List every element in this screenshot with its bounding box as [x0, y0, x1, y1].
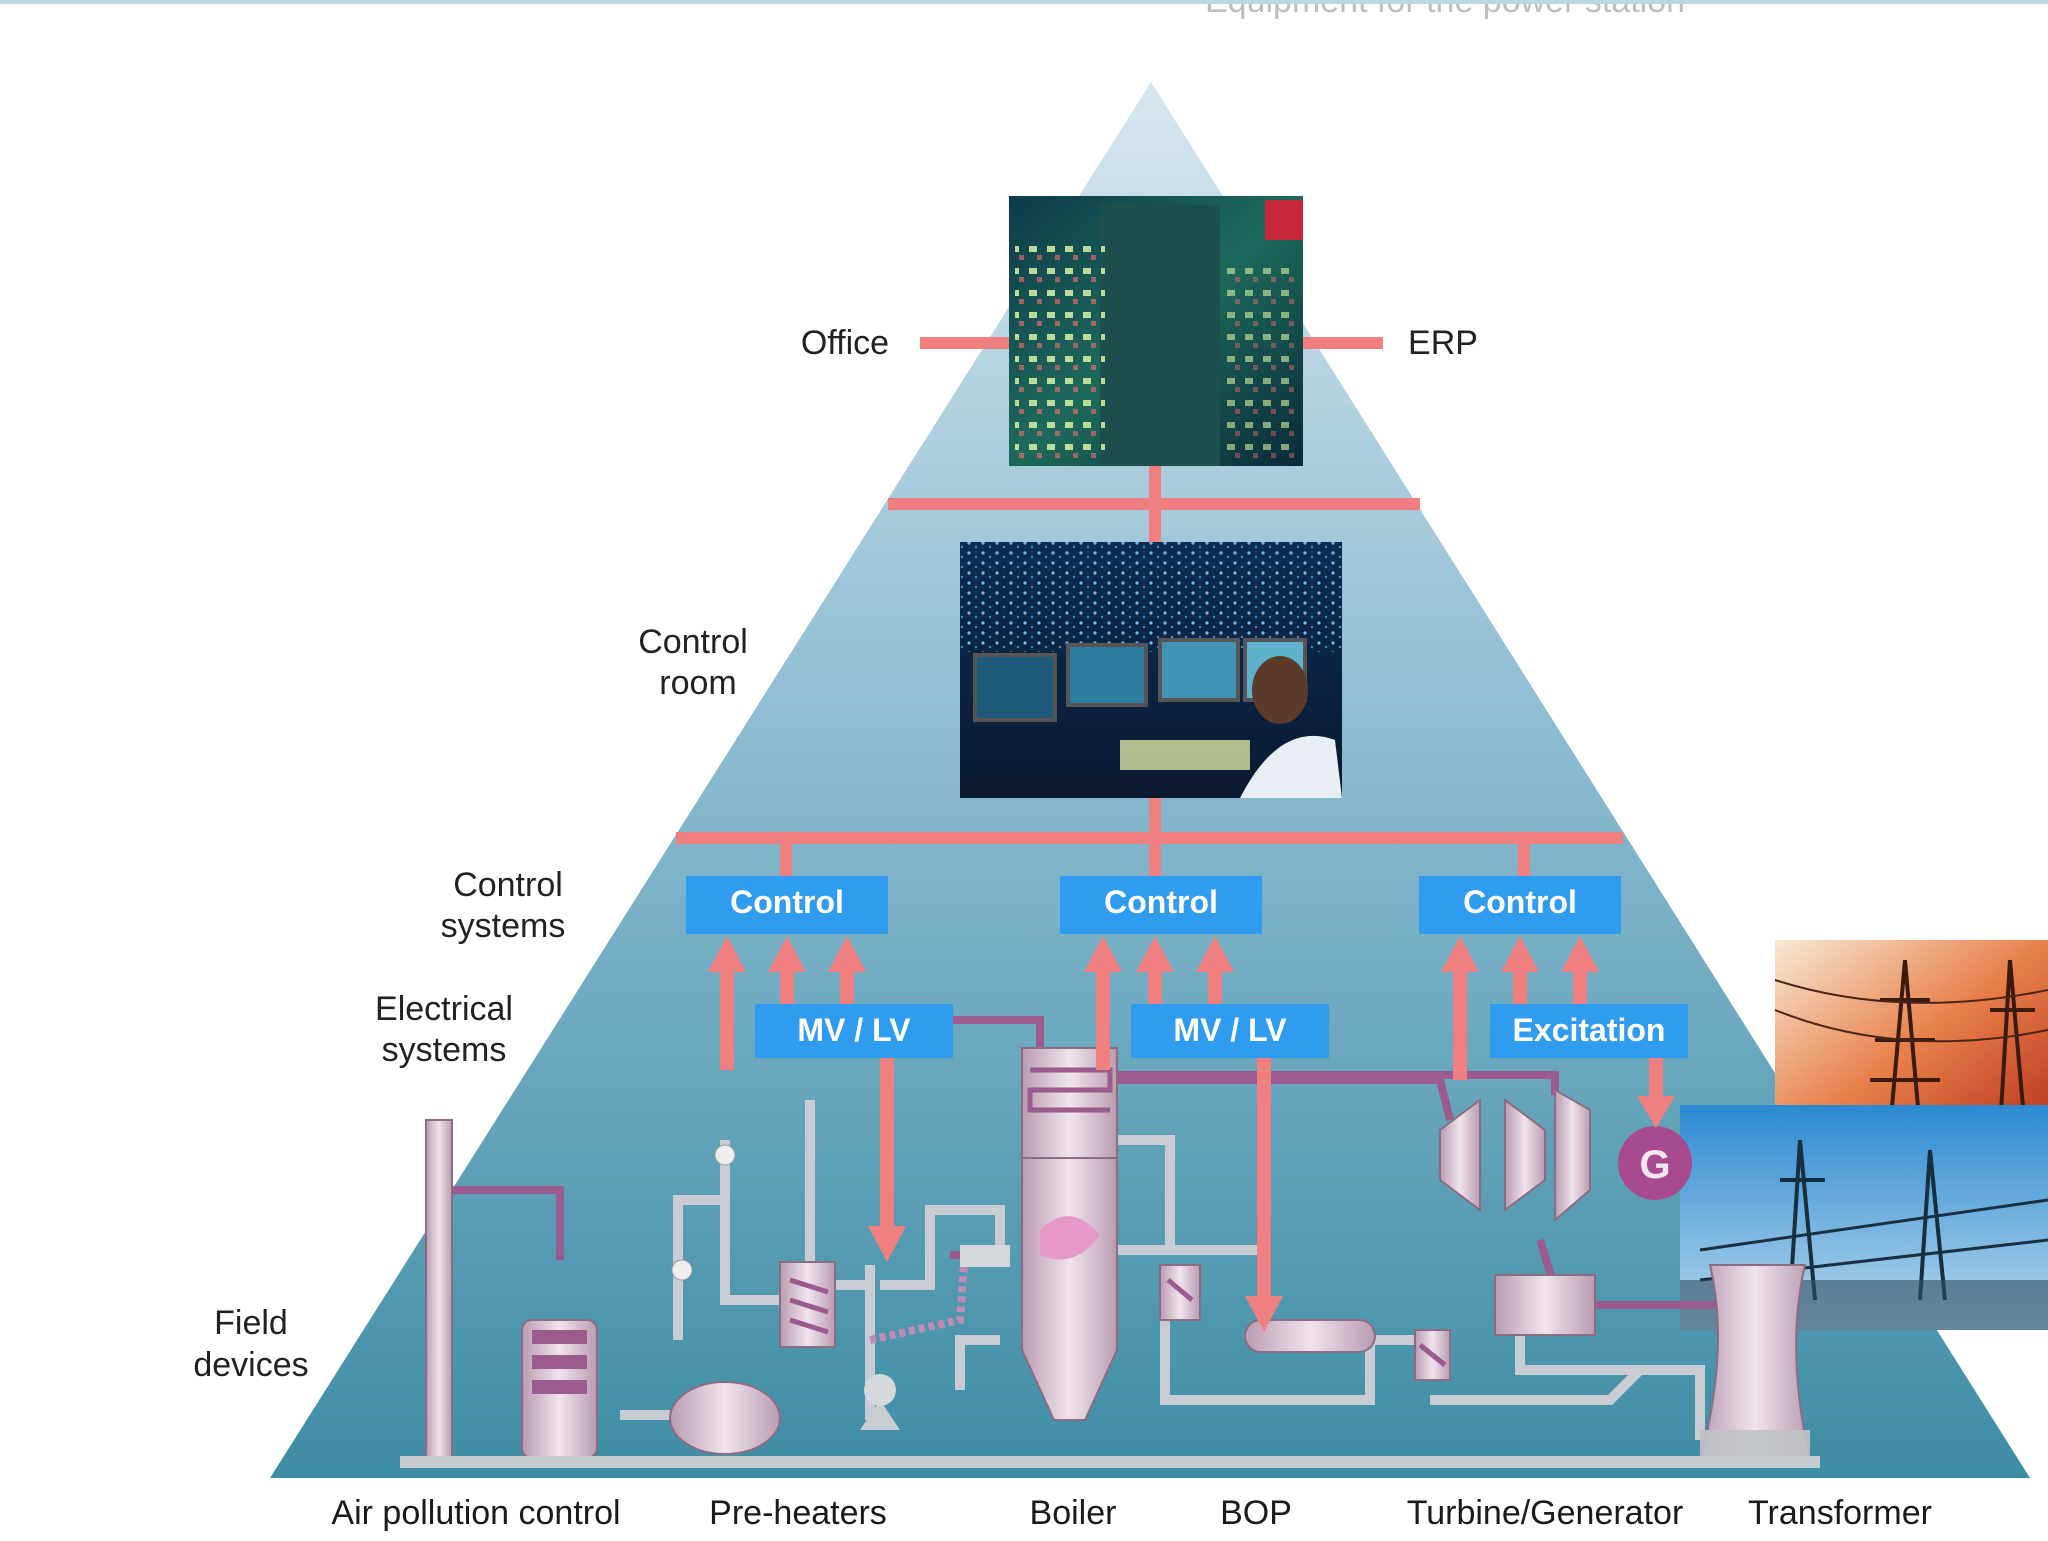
power-lines-photo [1680, 940, 2048, 1330]
control-box-3-label: Control [1463, 884, 1577, 920]
mvlv-box-1-label: MV / LV [797, 1012, 911, 1048]
office-building-photo [1009, 196, 1303, 466]
control-room-label-line2: room [659, 664, 736, 702]
mvlv-box-2-label: MV / LV [1173, 1012, 1287, 1048]
process-pipes [450, 1016, 1720, 1309]
grey-pipes [620, 1100, 1705, 1440]
control-box-2-label: Control [1104, 884, 1218, 920]
generator-icon: G [1618, 1126, 1692, 1200]
label-bop: BOP [1220, 1494, 1292, 1532]
mvlv-box-2 [1131, 1004, 1329, 1058]
electrical-systems-label-line1: Electrical [375, 990, 513, 1028]
field-devices-label-line2: devices [193, 1346, 308, 1384]
mvlv-box-1 [755, 1004, 953, 1058]
cooling-tower-icon [1698, 1264, 1812, 1461]
generator-symbol: G [1639, 1143, 1670, 1187]
excitation-box-label: Excitation [1513, 1012, 1666, 1048]
turbine-generator-unit [1439, 1088, 1596, 1336]
faded-header-title: Equipment for the power station [1205, 0, 1685, 20]
label-pre-heaters: Pre-heaters [709, 1494, 887, 1532]
label-transformer: Transformer [1748, 1494, 1932, 1532]
erp-label: ERP [1408, 324, 1478, 362]
ground-base [400, 1456, 1820, 1468]
coal-mill-icon [860, 1245, 1010, 1430]
excitation-box [1490, 1004, 1688, 1058]
chimney-icon [425, 1119, 453, 1461]
control-box-2 [1060, 876, 1262, 934]
electrical-systems-label-line2: systems [382, 1031, 507, 1069]
label-air-pollution-control: Air pollution control [331, 1494, 620, 1532]
air-pollution-control-unit [521, 1319, 781, 1459]
signal-arrows [708, 936, 1675, 1332]
control-box-1 [686, 876, 888, 934]
control-room-photo [960, 542, 1342, 798]
field-devices-label-line1: Field [214, 1304, 288, 1342]
control-systems-label-line1: Control [453, 866, 563, 904]
label-boiler: Boiler [1030, 1494, 1117, 1532]
boiler-unit [1021, 1047, 1118, 1421]
label-turbine-generator: Turbine/Generator [1407, 1494, 1684, 1532]
control-box-1-label: Control [730, 884, 844, 920]
control-systems-label-line2: systems [441, 907, 566, 945]
office-label: Office [801, 324, 889, 362]
control-box-3 [1419, 876, 1621, 934]
control-room-label-line1: Control [638, 623, 748, 661]
bop-unit [1159, 1264, 1451, 1381]
pre-heater-unit [671, 1144, 836, 1348]
